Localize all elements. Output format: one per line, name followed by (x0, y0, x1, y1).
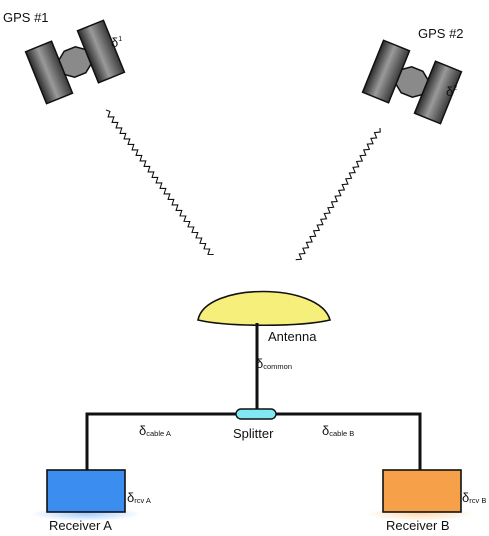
antenna-icon (197, 290, 331, 327)
satellite-2-icon (361, 39, 463, 125)
splitter-icon (235, 408, 277, 420)
antenna-label: Antenna (268, 329, 317, 344)
delta-common: δcommon (256, 356, 293, 371)
signal-wave-1 (105, 109, 214, 256)
delta-cable-b: δcable B (322, 423, 355, 438)
delta-rcv-b: δrcv B (462, 490, 487, 505)
receiver-a-box (46, 469, 126, 513)
gps1-label: GPS #1 (3, 10, 49, 25)
receiver-a-label: Receiver A (49, 518, 112, 533)
gps2-label: GPS #2 (418, 26, 464, 41)
gps1-delta: δ1 (111, 35, 123, 50)
delta-rcv-a: δrcv A (127, 490, 151, 505)
receiver-b-box (382, 469, 462, 513)
splitter-label: Splitter (233, 426, 274, 441)
cable-lines (85, 323, 422, 470)
signal-wave-2 (295, 127, 381, 261)
gps2-delta: δ2 (446, 84, 458, 99)
delta-cable-a: δcable A (139, 423, 171, 438)
receiver-b-label: Receiver B (386, 518, 450, 533)
satellite-1-icon (24, 19, 126, 105)
